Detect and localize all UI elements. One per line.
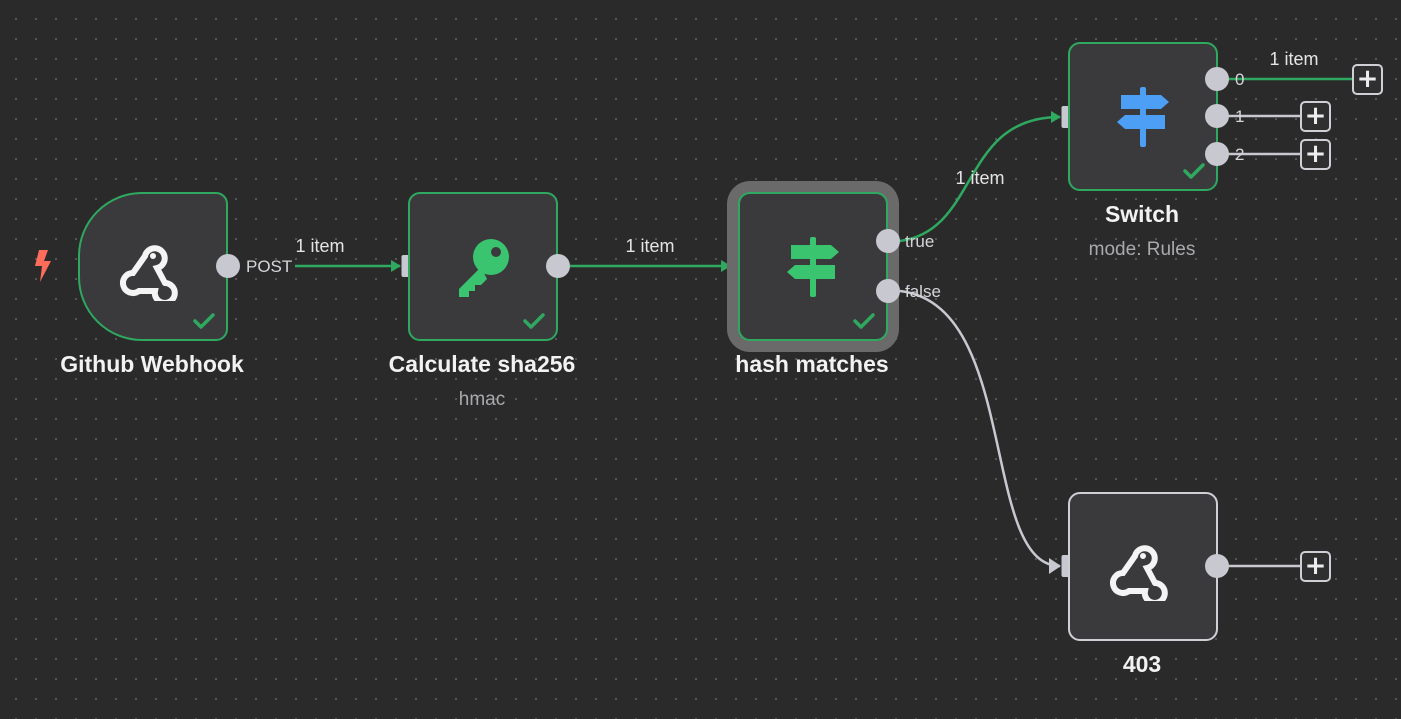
node-calculate-sha256[interactable] bbox=[408, 192, 558, 341]
add-node-button-switch-0[interactable]: + bbox=[1352, 64, 1383, 95]
add-node-button-switch-1[interactable]: + bbox=[1300, 101, 1331, 132]
node-github-webhook[interactable] bbox=[78, 192, 228, 341]
node-title-hash-matches: hash matches bbox=[735, 351, 889, 377]
output-label-false: false bbox=[905, 282, 941, 301]
connection-label-webhook-to-sha256: 1 item bbox=[295, 236, 345, 256]
node-hash-matches[interactable] bbox=[738, 192, 888, 341]
node-switch[interactable] bbox=[1068, 42, 1218, 191]
input-port-switch[interactable] bbox=[1061, 106, 1073, 128]
node-title-403: 403 bbox=[1122, 651, 1162, 677]
input-port-hash-matches[interactable] bbox=[731, 255, 743, 277]
webhook-icon bbox=[1110, 544, 1168, 601]
success-check-icon bbox=[523, 313, 545, 329]
output-port-webhook[interactable] bbox=[216, 254, 240, 278]
add-node-button-switch-2[interactable]: + bbox=[1300, 139, 1331, 170]
output-label-switch-1: 1 bbox=[1235, 107, 1245, 126]
input-port-sha256[interactable] bbox=[401, 255, 413, 277]
output-label-switch-2: 2 bbox=[1235, 145, 1245, 164]
key-icon bbox=[459, 238, 509, 297]
connection-label-sha256-to-hash: 1 item bbox=[625, 236, 675, 256]
node-title-switch: Switch bbox=[1104, 201, 1180, 227]
node-subtitle-calculate-sha256: hmac bbox=[458, 389, 506, 410]
output-port-switch-2[interactable] bbox=[1205, 142, 1229, 166]
success-check-icon bbox=[853, 313, 875, 329]
output-port-switch-0[interactable] bbox=[1205, 67, 1229, 91]
connection-false-to-403[interactable] bbox=[899, 289, 1061, 574]
node-subtitle-switch: mode: Rules bbox=[1088, 239, 1196, 260]
output-port-sha256[interactable] bbox=[546, 254, 570, 278]
output-port-switch-1[interactable] bbox=[1205, 104, 1229, 128]
connection-true-to-switch[interactable] bbox=[899, 111, 1061, 243]
input-port-403[interactable] bbox=[1061, 555, 1073, 577]
connection-label-switch-out0: 1 item bbox=[1269, 49, 1319, 69]
output-label-switch-0: 0 bbox=[1235, 70, 1245, 89]
node-title-github-webhook: Github Webhook bbox=[60, 351, 244, 377]
output-port-false[interactable] bbox=[876, 279, 900, 303]
signpost-icon bbox=[787, 236, 839, 297]
webhook-icon bbox=[120, 244, 178, 301]
add-node-button-403[interactable]: + bbox=[1300, 551, 1331, 582]
connection-label-true-to-switch: 1 item bbox=[955, 168, 1005, 188]
node-403[interactable] bbox=[1068, 492, 1218, 641]
output-label-true: true bbox=[905, 232, 935, 251]
success-check-icon bbox=[193, 313, 215, 329]
success-check-icon bbox=[1183, 163, 1205, 179]
output-port-403[interactable] bbox=[1205, 554, 1229, 578]
trigger-bolt-icon bbox=[35, 250, 51, 282]
output-port-true[interactable] bbox=[876, 229, 900, 253]
node-title-calculate-sha256: Calculate sha256 bbox=[388, 351, 576, 377]
output-label-post: POST bbox=[246, 257, 293, 276]
signpost-icon bbox=[1117, 86, 1169, 147]
